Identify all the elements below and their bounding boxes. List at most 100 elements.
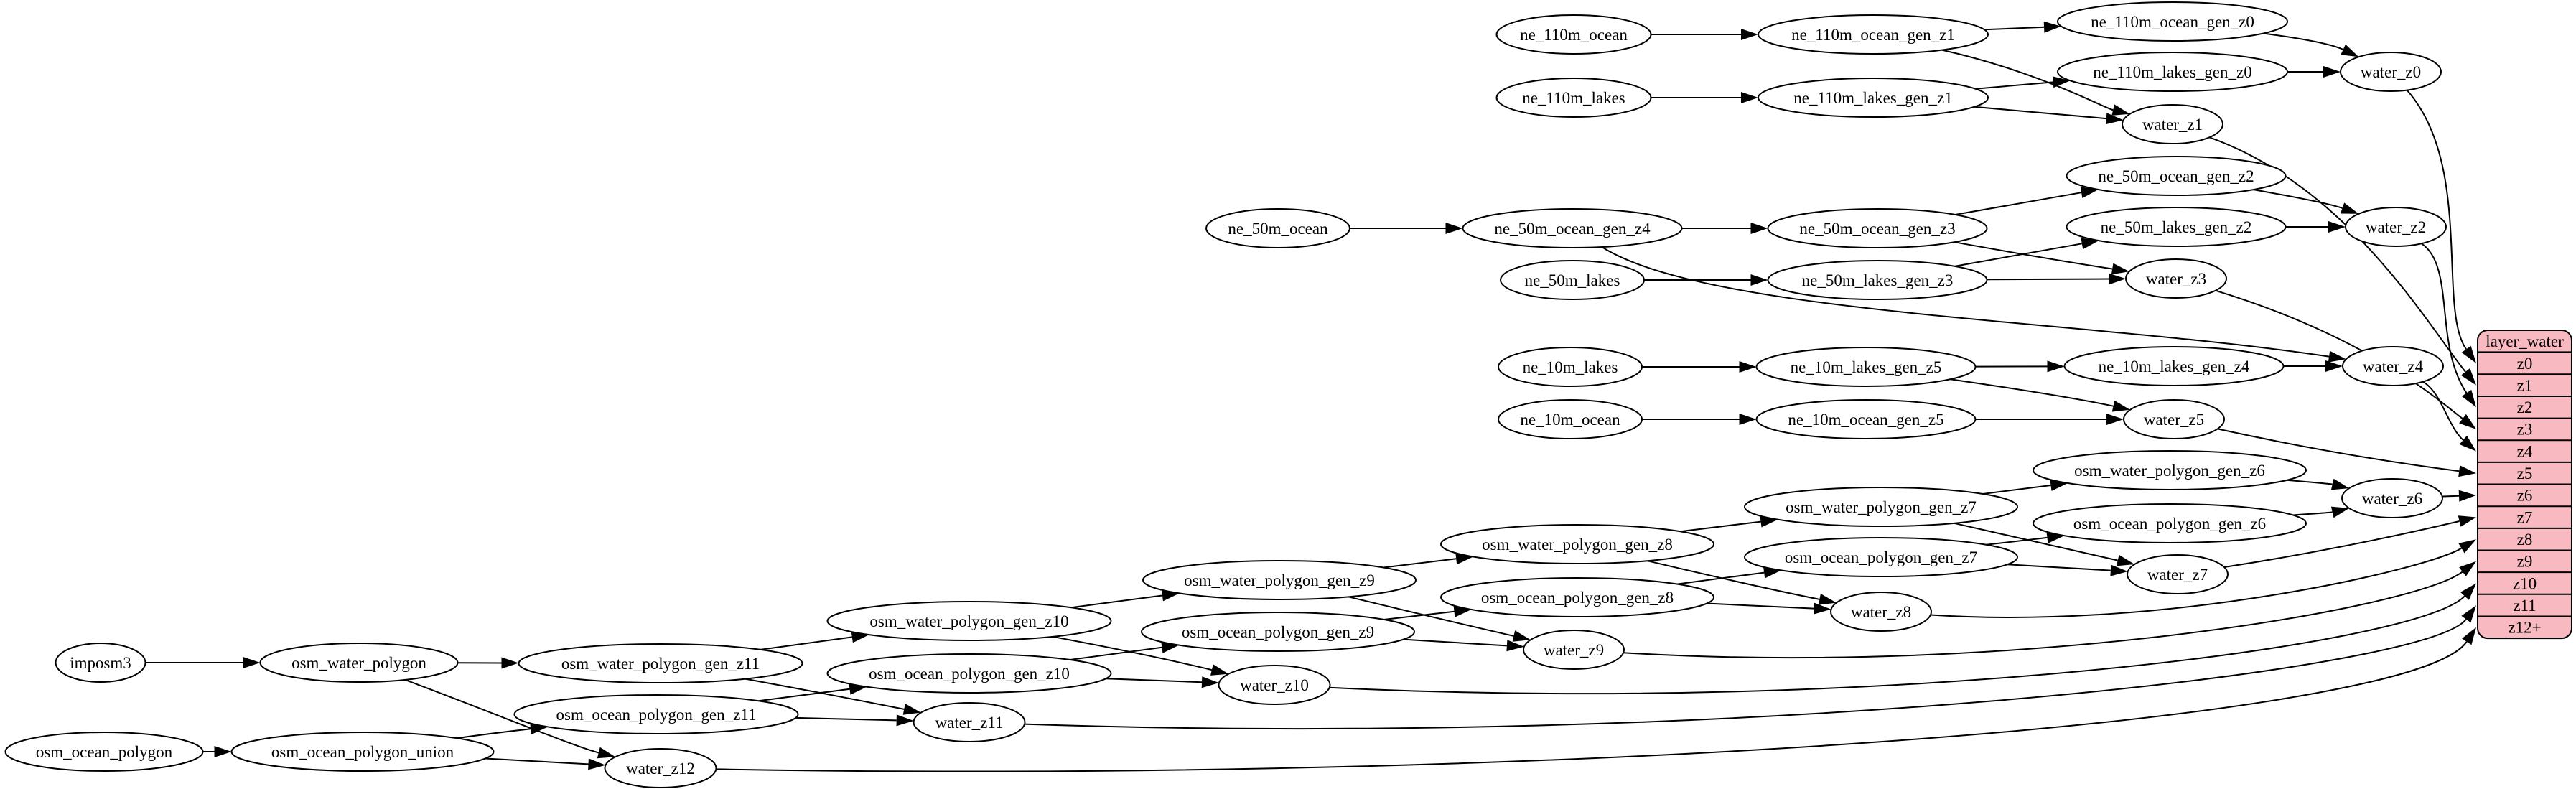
arrowhead-icon (2458, 515, 2476, 527)
row-label: z9 (2517, 553, 2533, 571)
node-label: imposm3 (70, 654, 131, 672)
edge-water_z7--layer_water.z7 (2223, 515, 2476, 568)
node-water_z3: water_z3 (2125, 258, 2227, 299)
node-water_z5: water_z5 (2123, 399, 2225, 439)
arrowhead-icon (243, 657, 261, 668)
edge-ne_50m_ocean_gen_z4--water_z4 (1601, 246, 2346, 363)
layer-water-row-z10: z10 (2513, 574, 2537, 592)
layer-water-row-z12+: z12+ (2508, 619, 2541, 637)
edge-ne_10m_ocean--ne_10m_ocean_gen_z5 (1642, 414, 1757, 425)
edge-osm_ocean_polygon--osm_ocean_polygon_union (202, 746, 232, 757)
node-ne_50m_lakes: ne_50m_lakes (1500, 260, 1645, 300)
arrowhead-icon (2341, 44, 2359, 57)
node-ne_10m_lakes_gen_z4: ne_10m_lakes_gen_z4 (2063, 346, 2285, 386)
node-label: osm_ocean_polygon_gen_z9 (1182, 623, 1374, 641)
edge-water_z11--layer_water.z11 (1025, 605, 2476, 730)
node-water_z9: water_z9 (1523, 630, 1625, 670)
arrowhead-icon (1739, 361, 1757, 373)
arrowhead-icon (1210, 664, 1229, 676)
edge-osm_ocean_polygon_gen_z11--water_z11 (795, 714, 914, 727)
arrowhead-icon (2460, 583, 2476, 600)
edge-osm_water_polygon_gen_z10--osm_water_polygon_gen_z9 (1070, 589, 1180, 609)
node-osm_ocean_polygon: osm_ocean_polygon (4, 732, 204, 772)
node-osm_water_polygon_gen_z11: osm_water_polygon_gen_z11 (518, 643, 803, 683)
edge-ne_50m_lakes_gen_z2--water_z2 (2285, 221, 2346, 233)
layer-water-row-z9: z9 (2517, 553, 2533, 571)
edges-layer (145, 21, 2476, 772)
node-label: ne_50m_lakes (1525, 271, 1620, 289)
node-label: water_z12 (626, 760, 695, 778)
row-label: z11 (2513, 597, 2536, 615)
edge-ne_50m_lakes--ne_50m_lakes_gen_z3 (1644, 274, 1768, 286)
node-label: osm_ocean_polygon_gen_z8 (1481, 589, 1674, 607)
layer-water-row-z5: z5 (2517, 464, 2533, 482)
edge-water_z1--layer_water.z1 (2209, 136, 2476, 386)
edge-osm_ocean_polygon_gen_z7--water_z7 (2007, 564, 2128, 576)
edge-ne_50m_ocean_gen_z3--water_z3 (1954, 241, 2129, 275)
row-label: z5 (2517, 464, 2533, 482)
layer-water-title: layer_water (2486, 332, 2564, 350)
node-imposm3: imposm3 (55, 643, 146, 683)
node-label: ne_110m_lakes (1522, 89, 1625, 107)
edge-ne_10m_ocean_gen_z5--water_z5 (1975, 414, 2124, 425)
node-osm_ocean_polygon_gen_z9: osm_ocean_polygon_gen_z9 (1141, 612, 1415, 652)
node-water_z8: water_z8 (1830, 592, 1932, 632)
edge-water_z0--layer_water.z0 (2406, 89, 2476, 363)
node-ne_50m_ocean: ne_50m_ocean (1205, 208, 1350, 248)
edge-ne_50m_ocean_gen_z4--ne_50m_ocean_gen_z3 (1681, 223, 1768, 234)
edge-osm_water_polygon--osm_water_polygon_gen_z11 (457, 657, 519, 669)
node-water_z0: water_z0 (2340, 52, 2442, 92)
node-ne_110m_lakes: ne_110m_lakes (1495, 78, 1652, 118)
node-label: water_z8 (1851, 603, 1911, 621)
node-label: water_z10 (1240, 676, 1309, 694)
node-label: ne_10m_lakes (1523, 358, 1618, 376)
arrowhead-icon (2080, 187, 2099, 198)
arrowhead-icon (2323, 66, 2341, 78)
node-label: osm_ocean_polygon_union (271, 743, 454, 761)
arrowhead-icon (1512, 630, 1531, 642)
layer-water-row-z11: z11 (2513, 597, 2536, 615)
node-ne_10m_lakes_gen_z5: ne_10m_lakes_gen_z5 (1755, 347, 1977, 387)
arrowhead-icon (2053, 76, 2071, 88)
node-water_z1: water_z1 (2122, 104, 2223, 144)
node-ne_50m_ocean_gen_z2: ne_50m_ocean_gen_z2 (2066, 156, 2287, 196)
node-ne_10m_ocean_gen_z5: ne_10m_ocean_gen_z5 (1755, 399, 1977, 439)
edge-osm_water_polygon_gen_z9--osm_water_polygon_gen_z8 (1383, 553, 1474, 569)
node-label: ne_50m_ocean_gen_z3 (1799, 220, 1955, 238)
node-label: water_z3 (2146, 270, 2206, 288)
arrowhead-icon (2461, 345, 2476, 363)
layer-water-row-z6: z6 (2517, 487, 2533, 505)
node-label: ne_50m_ocean_gen_z4 (1494, 220, 1651, 238)
edge-ne_110m_ocean_gen_z0--water_z0 (2263, 32, 2359, 57)
edge-osm_ocean_polygon_union--water_z12 (485, 757, 606, 770)
arrowhead-icon (1818, 594, 1837, 605)
node-label: ne_10m_lakes_gen_z4 (2099, 358, 2250, 375)
node-label: osm_water_polygon_gen_z11 (561, 655, 760, 673)
node-osm_water_polygon_gen_z9: osm_water_polygon_gen_z9 (1142, 560, 1417, 600)
edge-osm_water_polygon--water_z12 (404, 678, 615, 759)
node-water_z6: water_z6 (2341, 478, 2443, 518)
edge-water_z4--layer_water.z4 (2422, 381, 2476, 452)
node-label: osm_ocean_polygon_gen_z7 (1785, 548, 1977, 566)
arrowhead-icon (2325, 360, 2343, 372)
edge-osm_water_polygon_gen_z11--water_z11 (745, 678, 921, 715)
edge-water_z2--layer_water.z2 (2421, 243, 2476, 408)
edge-ne_110m_lakes--ne_110m_lakes_gen_z1 (1651, 92, 1758, 103)
node-label: water_z6 (2362, 490, 2422, 508)
arrowhead-icon (2111, 104, 2130, 116)
node-label: ne_50m_lakes_gen_z3 (1802, 271, 1954, 289)
node-label: water_z1 (2142, 116, 2203, 134)
arrowhead-icon (2459, 561, 2476, 576)
arrowhead-icon (2460, 368, 2476, 386)
row-label: z6 (2517, 487, 2533, 505)
edge-osm_ocean_polygon_gen_z8--osm_ocean_polygon_gen_z7 (1676, 566, 1781, 585)
arrowhead-icon (2330, 506, 2350, 518)
edge-water_z9--layer_water.z9 (1623, 561, 2476, 659)
arrowhead-icon (1741, 29, 1758, 40)
node-label: osm_ocean_polygon (36, 743, 173, 761)
node-water_z12: water_z12 (604, 748, 717, 788)
arrowhead-icon (2462, 627, 2476, 645)
node-water_z7: water_z7 (2127, 554, 2229, 594)
